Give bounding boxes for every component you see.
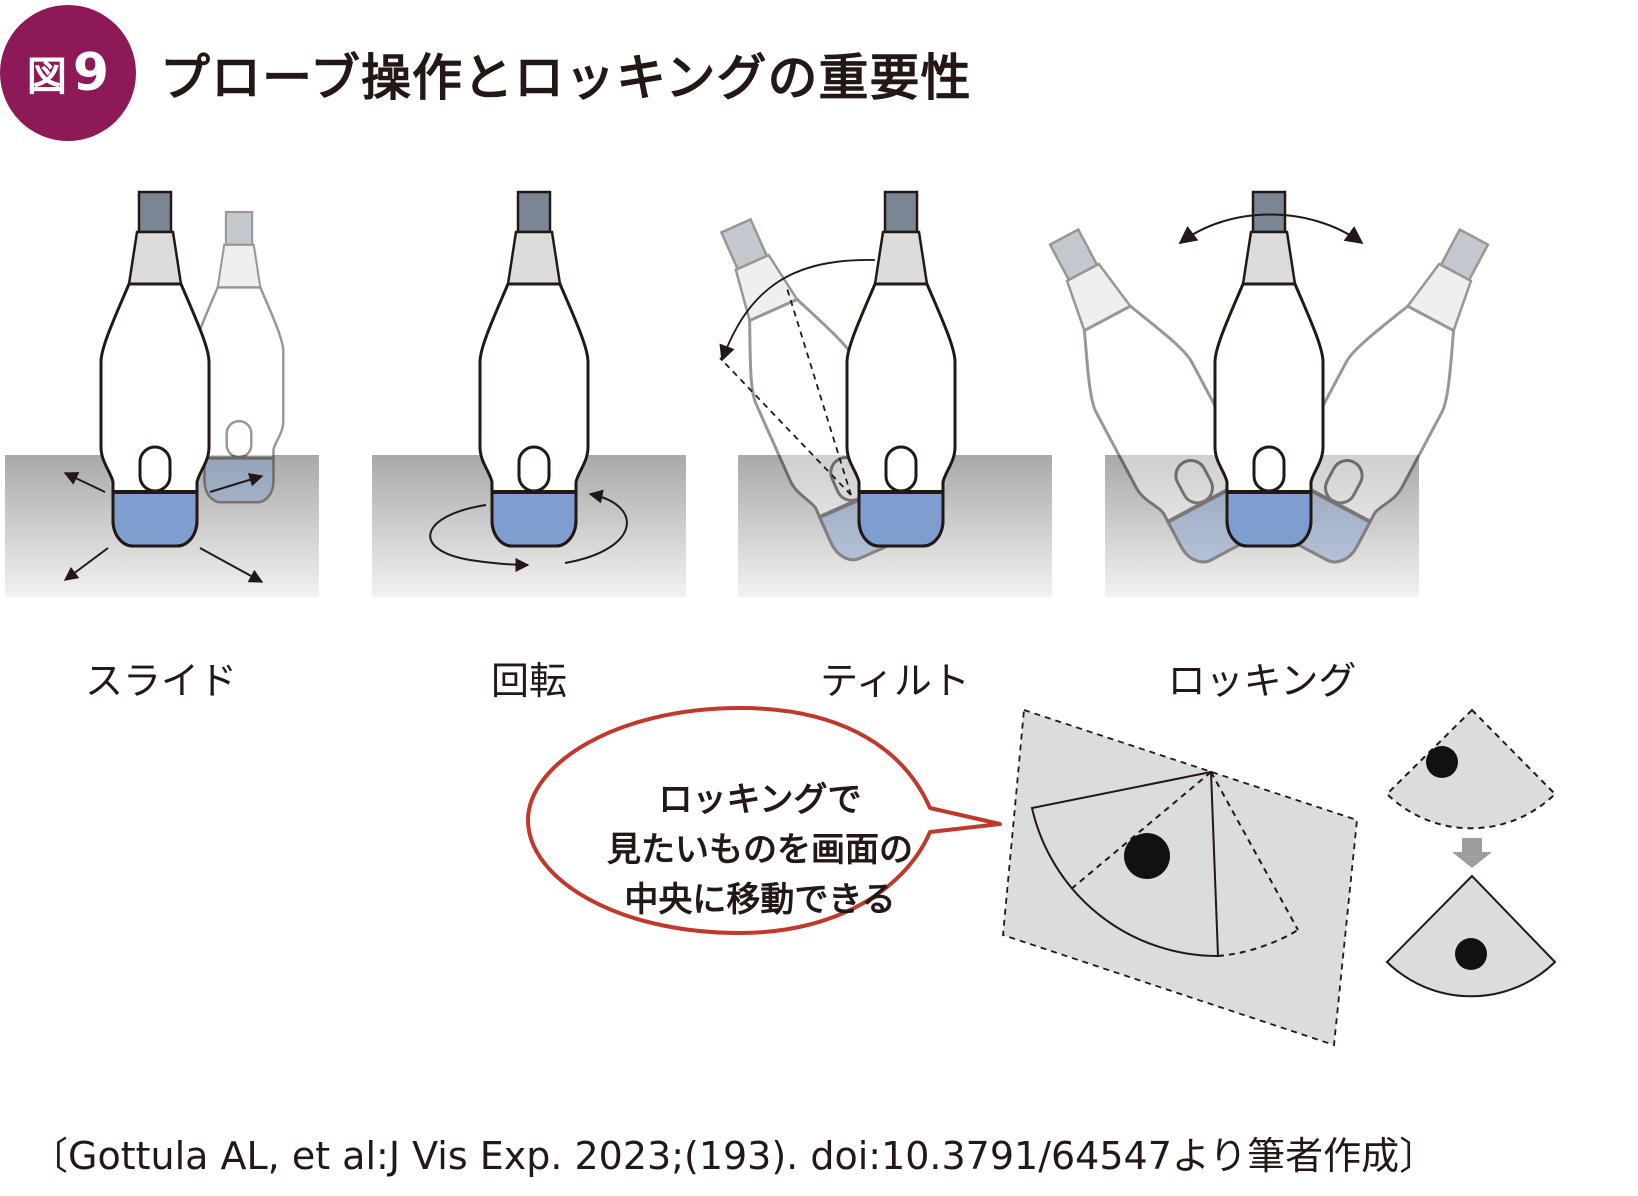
callout-line: 見たいものを画面の (607, 830, 913, 870)
tilt-lines (719, 259, 876, 496)
slide-arrows (63, 472, 264, 583)
probe (478, 190, 590, 548)
label-rocking: ロッキング (1167, 659, 1357, 703)
probe (845, 190, 957, 548)
sector-diagram (1002, 708, 1358, 1047)
sector-shape (1030, 770, 1220, 958)
sector-before (1385, 708, 1557, 830)
figure-badge-number: 9 (72, 43, 110, 103)
target-dot-after (1455, 938, 1487, 970)
target-dot (1124, 833, 1170, 879)
figure-badge: 図 9 (0, 5, 136, 141)
down-arrow-icon (1452, 838, 1492, 868)
rotate-arrows (429, 489, 628, 572)
before-after-sectors (1385, 708, 1557, 998)
citation: 〔Gottula AL, et al:J Vis Exp. 2023;(193)… (30, 1134, 1438, 1178)
callout-line: ロッキングで (658, 780, 862, 820)
panel-slide (5, 190, 319, 597)
panel-rotate (372, 190, 686, 597)
callout-text: ロッキングで 見たいものを画面の 中央に移動できる (560, 775, 960, 925)
sector-after (1385, 874, 1557, 998)
figure-badge-label: 図 (26, 54, 67, 100)
probe (99, 190, 211, 548)
target-dot-before (1426, 746, 1458, 778)
speech-bubble (526, 706, 1002, 935)
figure-title: プローブ操作とロッキングの重要性 (160, 49, 972, 107)
callout-line: 中央に移動できる (624, 880, 896, 920)
probe (1213, 190, 1325, 548)
label-rotate: 回転 (490, 659, 567, 703)
figure-header: 図 9 プローブ操作とロッキングの重要性 (0, 0, 1638, 150)
panel-tilt (684, 190, 1052, 597)
label-slide: スライド (84, 659, 237, 703)
rocking-arrow (1178, 213, 1364, 245)
panel-rocking (1016, 190, 1521, 597)
label-tilt: ティルト (820, 659, 970, 703)
